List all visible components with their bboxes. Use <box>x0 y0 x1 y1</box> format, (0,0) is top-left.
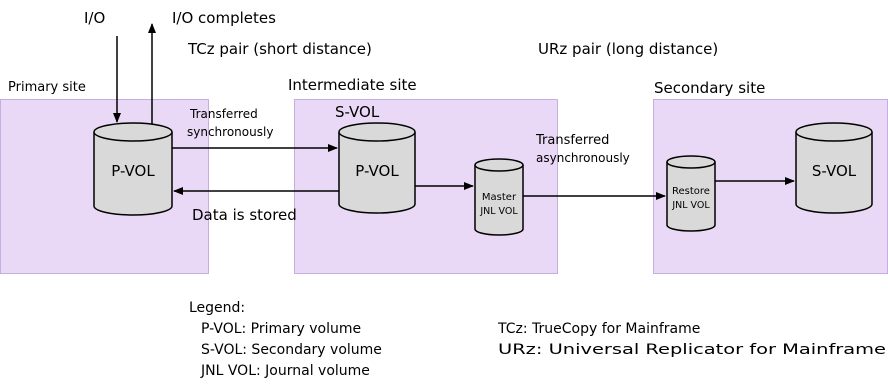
urz-pair-label: URz pair (long distance) <box>538 40 718 58</box>
master-jnl-label-2: JNL VOL <box>479 206 518 217</box>
intermediate-pvol-cylinder <box>338 122 416 214</box>
primary-site-label: Primary site <box>8 80 86 95</box>
data-is-stored-label: Data is stored <box>192 206 297 224</box>
tcz-pair-label: TCz pair (short distance) <box>187 40 372 58</box>
transferred-sync-label-2: synchronously <box>187 125 273 139</box>
primary-pvol-cylinder <box>93 122 173 216</box>
restore-jnl-cylinder <box>666 155 716 232</box>
intermediate-site-label: Intermediate site <box>288 76 417 94</box>
legend-item-urz: URz: Universal Replicator for Mainframe <box>498 342 886 358</box>
legend-title: Legend: <box>189 300 245 316</box>
secondary-svol-label: S-VOL <box>812 162 857 180</box>
io-label: I/O <box>84 9 105 27</box>
transferred-sync-label-1: Transferred <box>189 107 258 121</box>
transferred-async-label-1: Transferred <box>535 133 609 148</box>
primary-pvol-label: P-VOL <box>111 162 155 180</box>
io-completes-label: I/O completes <box>172 9 276 27</box>
legend-item-jnlvol: JNL VOL: Journal volume <box>200 363 370 379</box>
master-jnl-label-1: Master <box>482 192 517 203</box>
secondary-site-label: Secondary site <box>654 79 765 97</box>
legend-item-tcz: TCz: TrueCopy for Mainframe <box>497 321 700 337</box>
legend-item-pvol: P-VOL: Primary volume <box>201 321 361 337</box>
restore-jnl-label-1: Restore <box>672 186 710 197</box>
intermediate-pvol-label: P-VOL <box>355 162 399 180</box>
restore-jnl-label-2: JNL VOL <box>671 200 710 211</box>
svol-top-label: S-VOL <box>335 103 380 121</box>
transferred-async-label-2: asynchronously <box>536 151 630 165</box>
legend-item-svol: S-VOL: Secondary volume <box>201 342 382 358</box>
master-jnl-cylinder <box>474 158 524 236</box>
secondary-svol-cylinder <box>795 122 873 214</box>
